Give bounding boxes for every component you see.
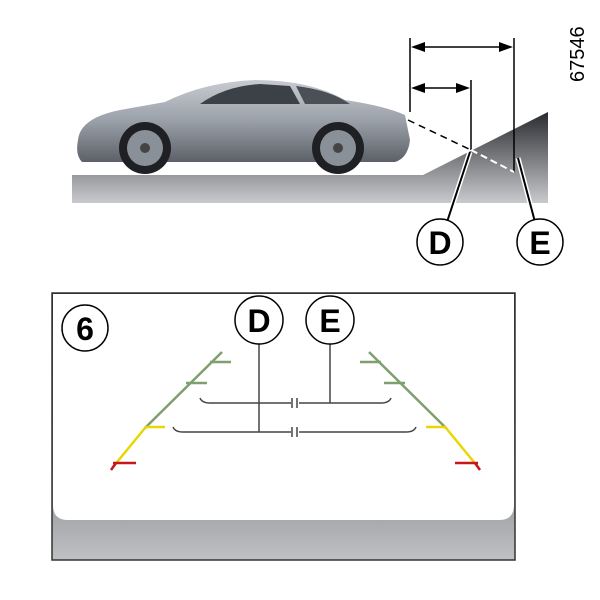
distance-dimensions [409, 38, 515, 172]
car-illustration [77, 80, 410, 174]
label-e-circle-screen [305, 295, 355, 345]
label-d-top: D [428, 225, 451, 261]
ramp-sight-line [470, 149, 515, 173]
distance-bracket-e [199, 397, 392, 408]
guide-line-left [109, 351, 231, 471]
figure-id: 67546 [567, 26, 589, 82]
view-number-circle [61, 304, 109, 352]
label-d-circle-screen [234, 295, 284, 345]
label-e-top: E [529, 225, 550, 261]
distance-bracket-d [172, 426, 417, 437]
dimension-arrowheads [411, 42, 513, 93]
guide-line-right [360, 351, 482, 471]
leader-d-top [446, 151, 471, 223]
label-e-screen: E [319, 303, 340, 339]
label-d-circle-top [416, 218, 464, 266]
label-d-screen: D [247, 303, 270, 339]
camera-screen-view [53, 294, 514, 520]
leader-e-top [517, 157, 536, 223]
camera-sight-line [407, 119, 472, 151]
label-e-circle-top [516, 218, 564, 266]
view-number: 6 [76, 311, 94, 347]
ground-ramp [72, 112, 548, 203]
